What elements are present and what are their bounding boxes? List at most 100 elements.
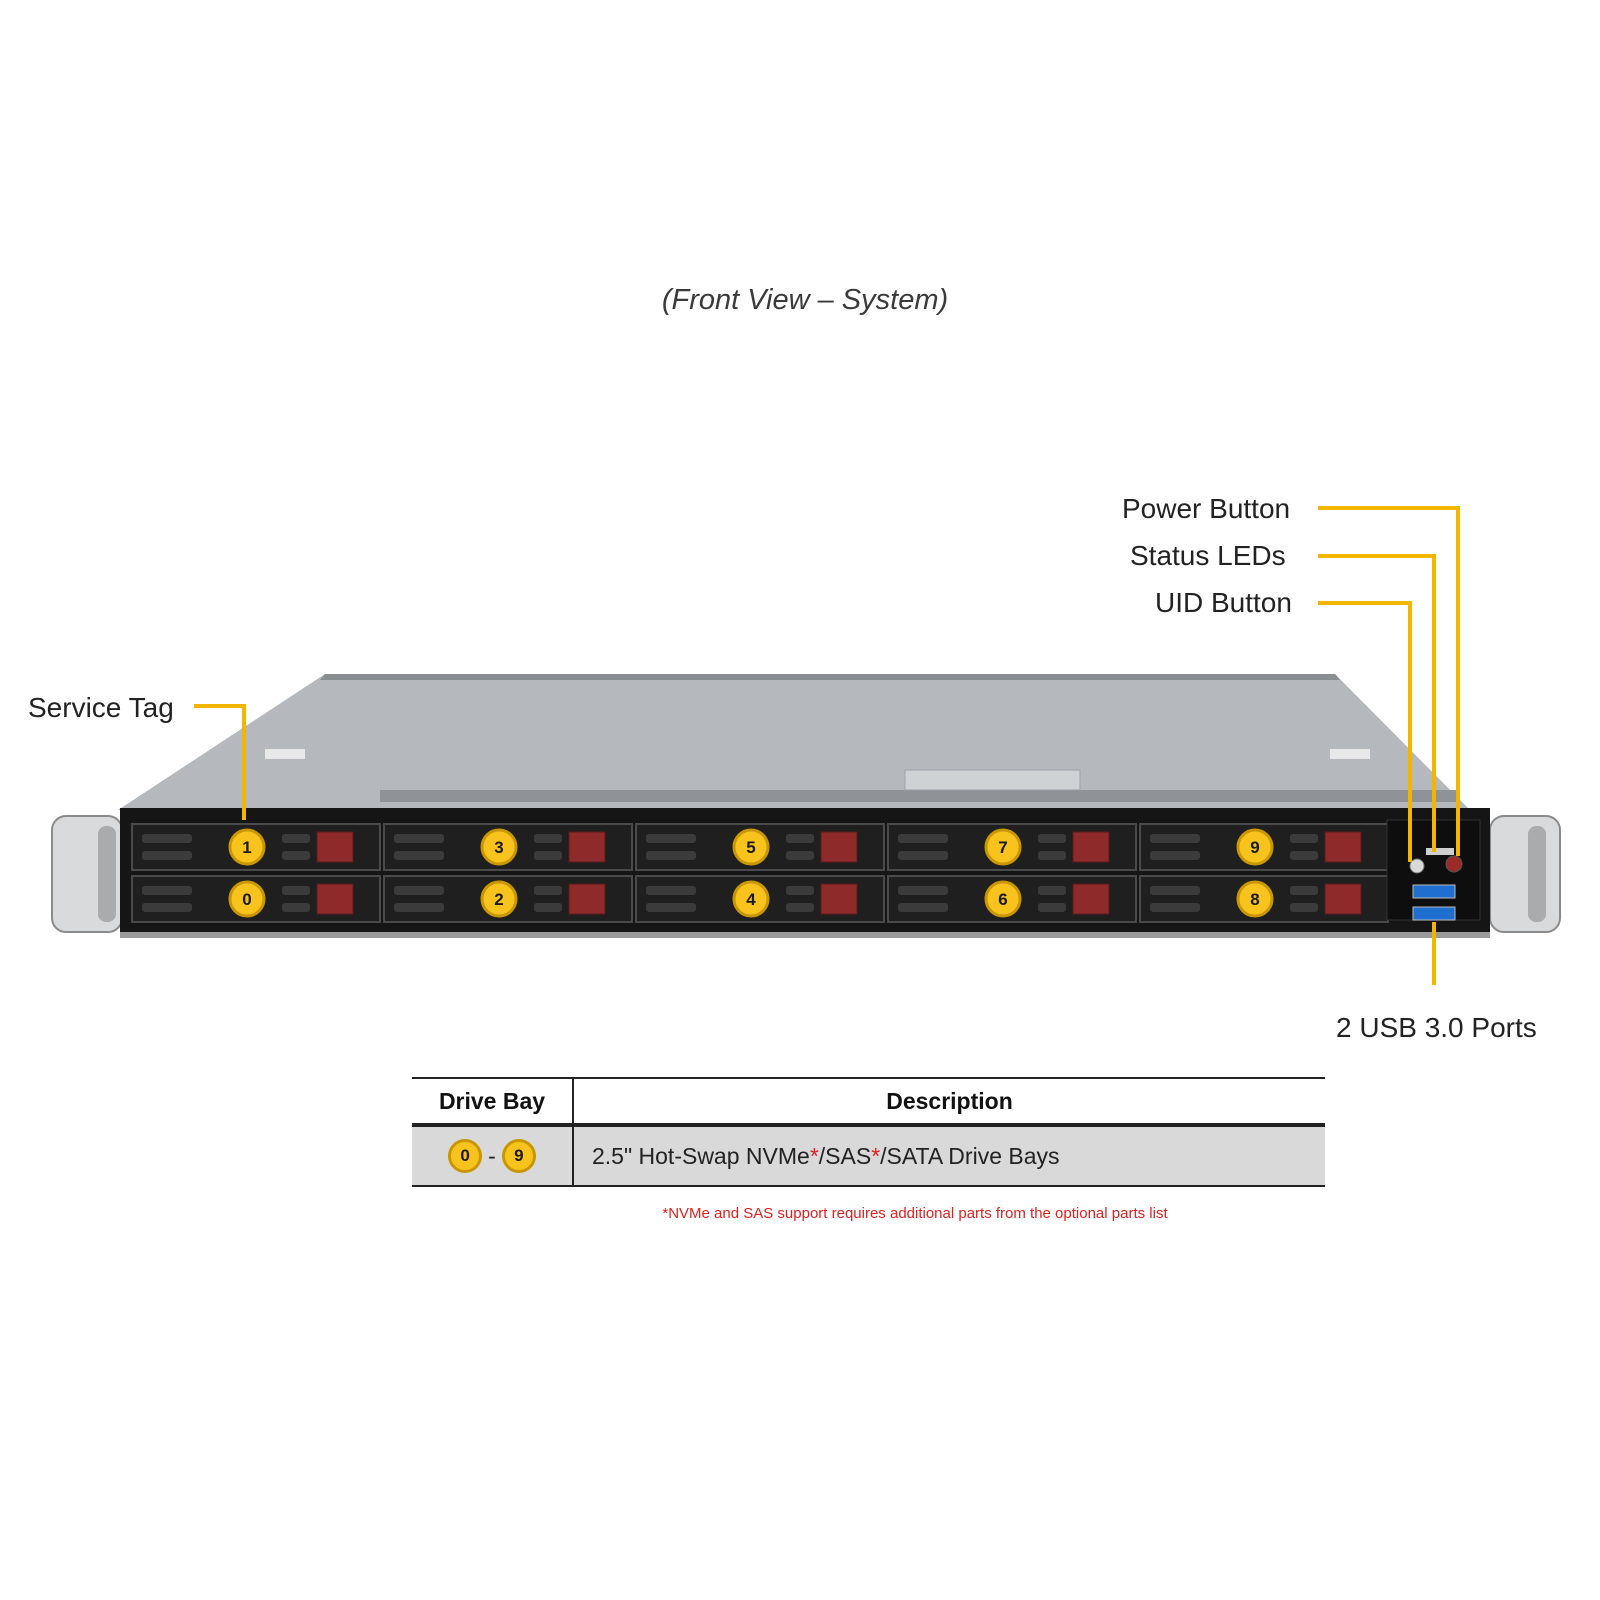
asterisk-2: *	[871, 1142, 881, 1169]
bay-number-badge	[732, 880, 770, 918]
chassis-top-edge	[320, 674, 1340, 680]
tray-vent	[1290, 903, 1318, 912]
service-tag-label: Service Tag	[28, 692, 174, 723]
figure-title: (Front View – System)	[661, 284, 949, 316]
header-drive-bay: Drive Bay	[412, 1078, 574, 1127]
bay-number: 9	[1250, 838, 1259, 857]
tray-vent	[898, 903, 948, 912]
bay-number: 3	[494, 838, 503, 857]
desc-part-1: 2.5" Hot-Swap NVMe	[592, 1142, 810, 1169]
desc-part-3: /SATA Drive Bays	[880, 1142, 1060, 1169]
uid-button[interactable]	[1409, 858, 1425, 874]
drive-latch[interactable]	[1324, 831, 1362, 863]
tray-vent	[898, 834, 948, 843]
tray-vent	[898, 851, 948, 860]
status-leds	[1426, 848, 1454, 855]
bay-number: 8	[1250, 890, 1259, 909]
drive-bay-3[interactable]: 3	[383, 823, 633, 871]
bay-badge-end: 9	[501, 1139, 536, 1173]
tray-vent	[1038, 886, 1066, 895]
tray-vent	[282, 886, 310, 895]
uid-button-line	[1318, 601, 1412, 862]
tray-vent	[786, 886, 814, 895]
power-button-line	[1318, 506, 1460, 856]
range-separator: -	[488, 1142, 496, 1169]
drive-latch[interactable]	[316, 883, 354, 915]
footnote: *NVMe and SAS support requires additiona…	[662, 1205, 1168, 1222]
tray-vent	[646, 834, 696, 843]
drive-bay-2[interactable]: 2	[383, 875, 633, 923]
table-header-row: Drive Bay Description	[412, 1078, 1325, 1127]
tray-vent	[282, 903, 310, 912]
bay-number-badge	[984, 828, 1022, 866]
tray-vent	[394, 903, 444, 912]
bay-number: 5	[746, 838, 755, 857]
tray-vent	[1150, 851, 1200, 860]
power-button[interactable]	[1445, 855, 1463, 873]
tray-vent	[142, 903, 192, 912]
service-tag-line	[194, 704, 246, 820]
drive-latch[interactable]	[316, 831, 354, 863]
usb-port-top[interactable]	[1412, 884, 1456, 899]
drive-bay-range-cell: 0 - 9	[412, 1125, 574, 1186]
tray-vent	[142, 886, 192, 895]
bay-number: 7	[998, 838, 1007, 857]
drive-latch[interactable]	[568, 883, 606, 915]
tray-vent	[786, 903, 814, 912]
tray-vent	[1038, 834, 1066, 843]
drive-bay-1[interactable]: 1	[131, 823, 381, 871]
bay-number-badge	[732, 828, 770, 866]
tray-vent	[394, 851, 444, 860]
tray-vent	[394, 834, 444, 843]
drive-bay-6[interactable]: 6	[887, 875, 1137, 923]
bay-number: 6	[998, 890, 1007, 909]
rack-ear-right-handle	[1528, 826, 1546, 922]
front-panel-bottom-edge	[120, 932, 1490, 938]
tray-vent	[786, 834, 814, 843]
top-vent-strip	[380, 790, 1460, 802]
status-leds-line	[1318, 554, 1436, 852]
drive-bay-table: Drive Bay Description 0 - 9 2.5" Hot-Swa…	[412, 1077, 1325, 1187]
tray-vent	[534, 886, 562, 895]
rack-ear-right	[1489, 815, 1561, 933]
bay-number: 4	[746, 890, 756, 909]
tray-vent	[1150, 834, 1200, 843]
tray-vent	[534, 903, 562, 912]
bay-number-badge	[228, 880, 266, 918]
tray-vent	[1150, 886, 1200, 895]
description-cell: 2.5" Hot-Swap NVMe*/SAS*/SATA Drive Bays	[573, 1125, 1325, 1186]
table-row: 0 - 9 2.5" Hot-Swap NVMe*/SAS*/SATA Driv…	[412, 1125, 1325, 1186]
drive-bay-5[interactable]: 5	[635, 823, 885, 871]
bay-number-badge	[984, 880, 1022, 918]
tray-vent	[646, 903, 696, 912]
status-leds-label: Status LEDs	[1130, 540, 1286, 571]
tray-vent	[534, 851, 562, 860]
drive-bay-7[interactable]: 7	[887, 823, 1137, 871]
chassis-top	[118, 674, 1470, 810]
drive-bay-8[interactable]: 8	[1139, 875, 1389, 923]
drive-bay-4[interactable]: 4	[635, 875, 885, 923]
tray-vent	[1038, 851, 1066, 860]
bay-number-badge	[480, 828, 518, 866]
usb-port-bottom[interactable]	[1412, 906, 1456, 921]
bay-number-badge	[1236, 828, 1274, 866]
drive-latch[interactable]	[820, 883, 858, 915]
power-button-label: Power Button	[1122, 493, 1291, 524]
drive-latch[interactable]	[568, 831, 606, 863]
usb-ports-label: 2 USB 3.0 Ports	[1336, 1012, 1537, 1043]
drive-latch[interactable]	[1072, 831, 1110, 863]
bay-number-badge	[1236, 880, 1274, 918]
drive-latch[interactable]	[820, 831, 858, 863]
drive-latch[interactable]	[1072, 883, 1110, 915]
drive-bay-0[interactable]: 0	[131, 875, 381, 923]
drive-latch[interactable]	[1324, 883, 1362, 915]
uid-button-label: UID Button	[1155, 587, 1292, 618]
tray-vent	[1038, 903, 1066, 912]
drive-bay-9[interactable]: 9	[1139, 823, 1389, 871]
bay-number-badge	[480, 880, 518, 918]
tray-vent	[1290, 851, 1318, 860]
tray-vent	[394, 886, 444, 895]
bay-number: 1	[242, 838, 251, 857]
